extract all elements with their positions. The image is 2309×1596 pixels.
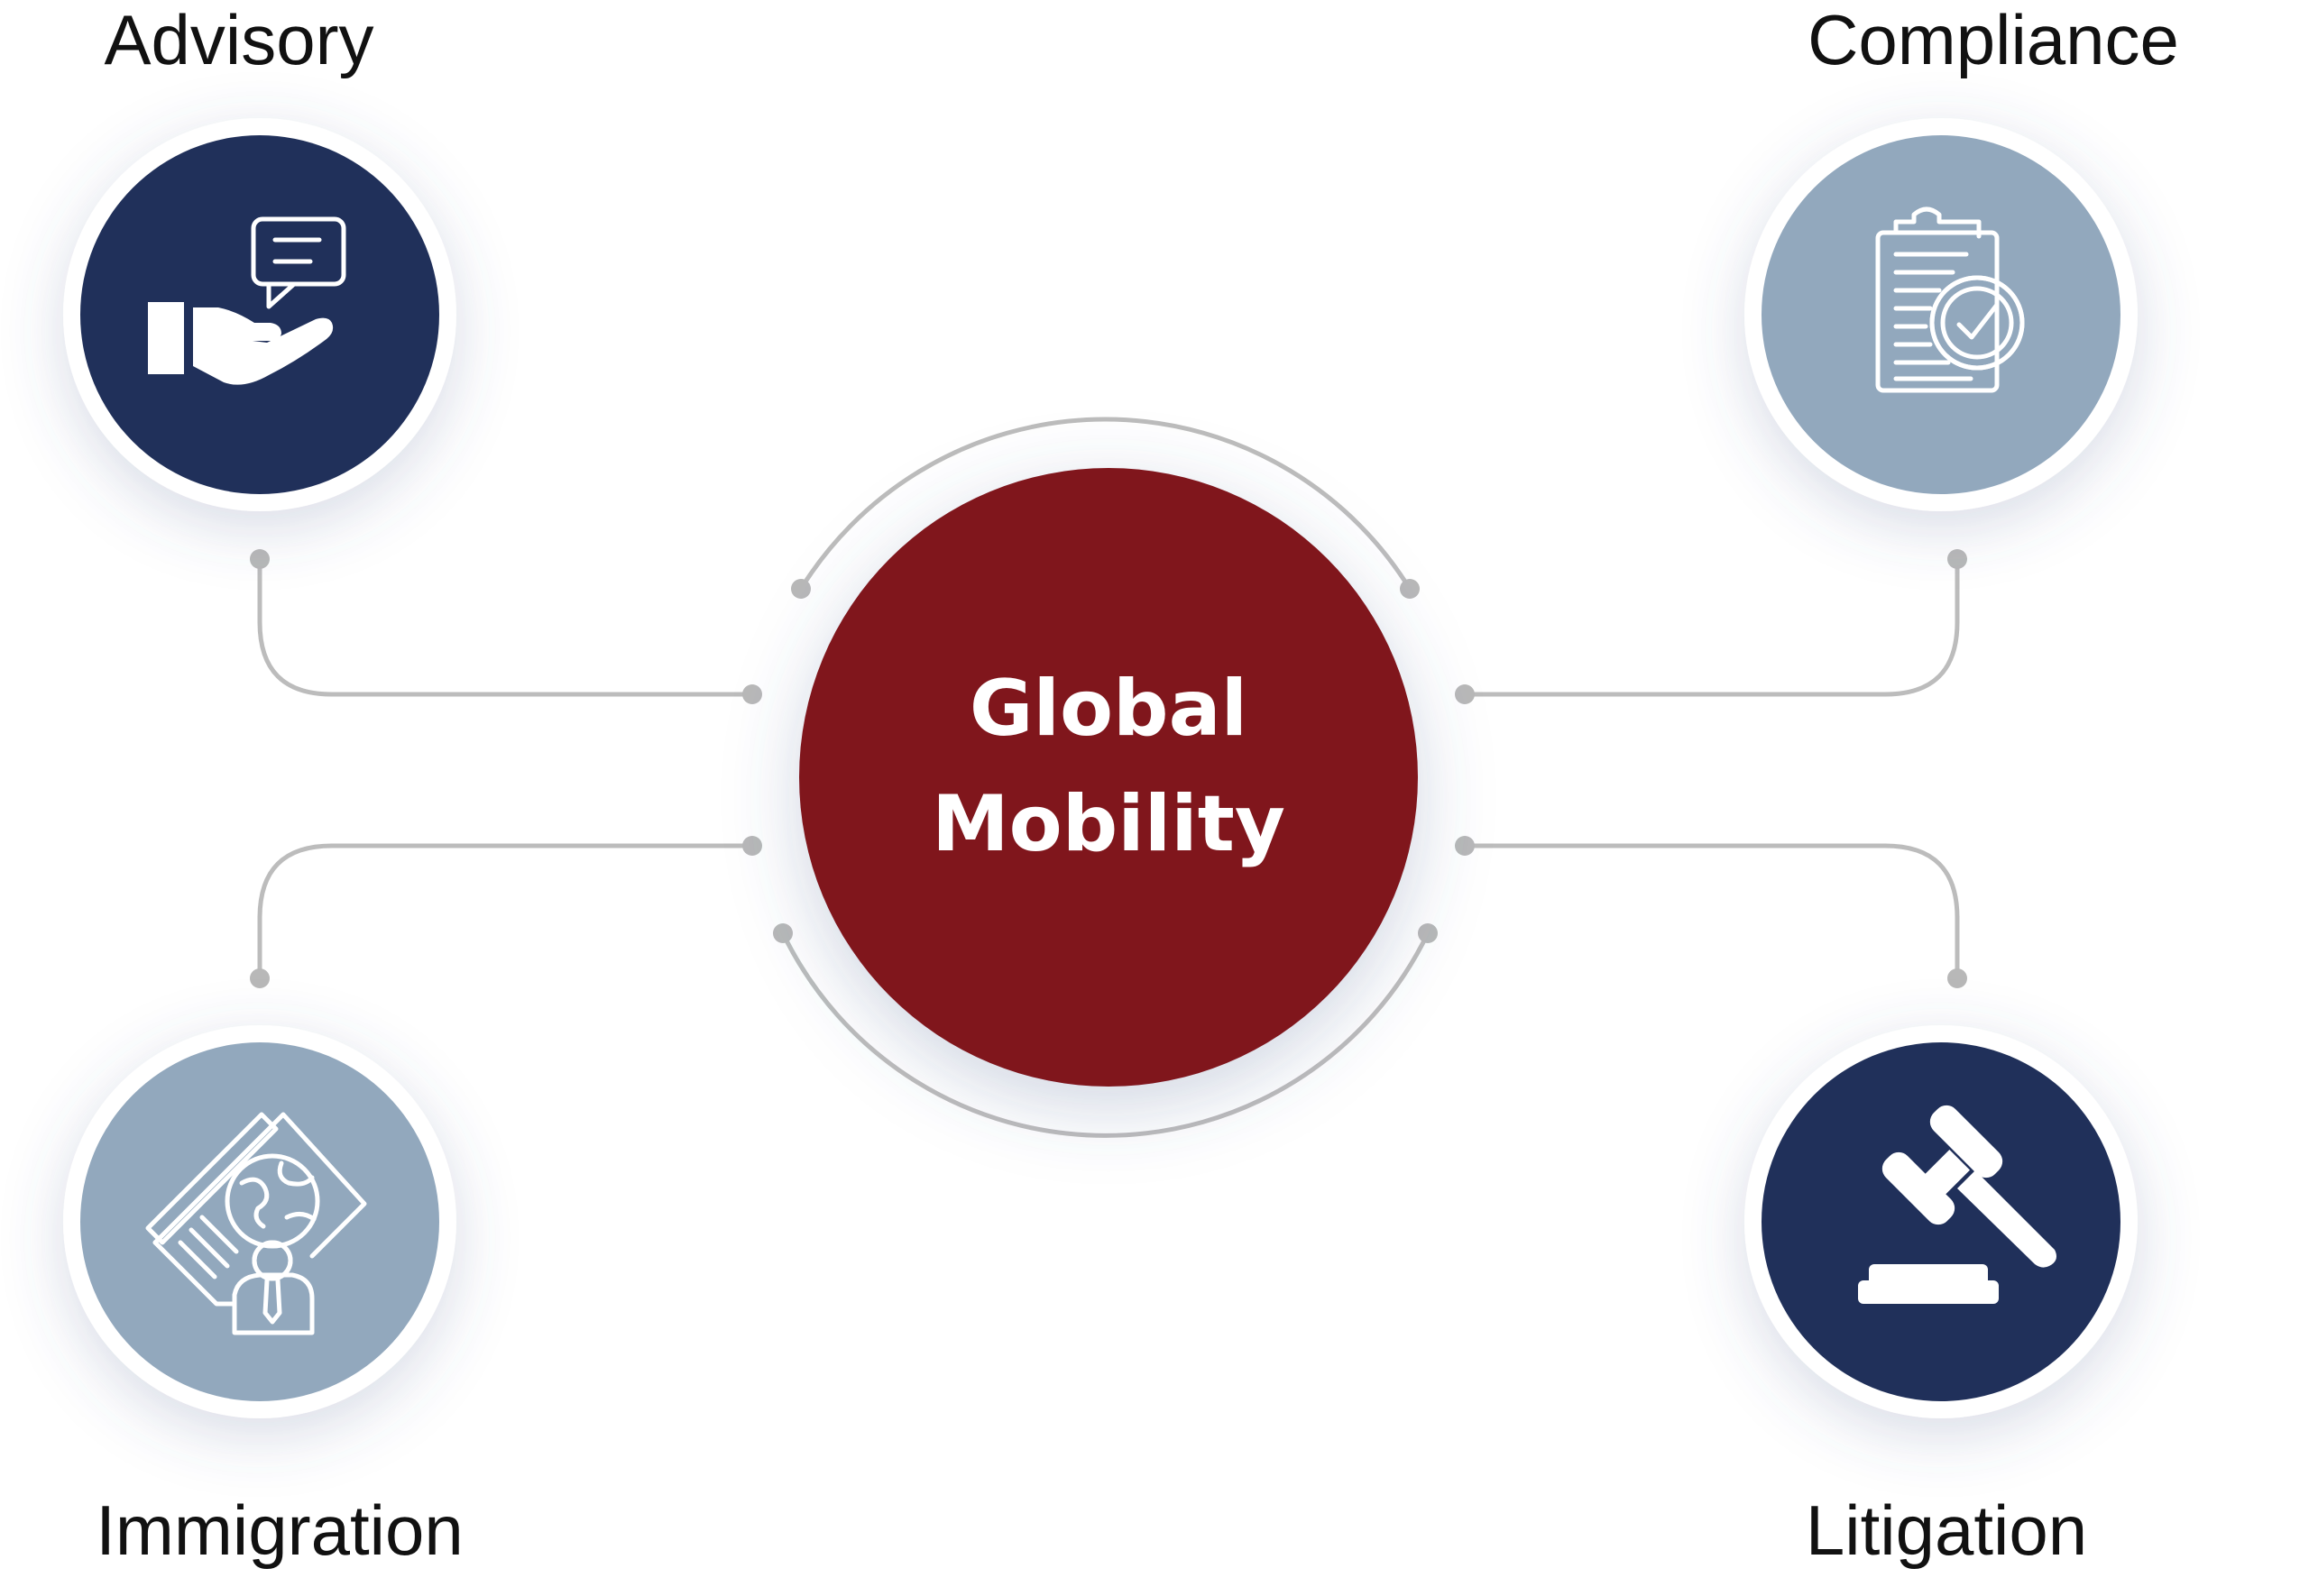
immigration-connector <box>257 843 752 978</box>
center-node: Global Mobility <box>799 468 1418 1087</box>
litigation-connector <box>1465 843 1960 978</box>
clipboard-check-icon <box>1875 206 2025 393</box>
immigration-node: Immigration <box>63 1025 464 1570</box>
litigation-connector-node-dot <box>1947 968 1967 988</box>
center-circle <box>799 468 1418 1087</box>
compliance-node: Compliance <box>1744 0 2179 511</box>
compliance-connector-center-dot <box>1455 684 1475 704</box>
advisory-label: Advisory <box>104 0 373 79</box>
advisory-connector-node-dot <box>250 549 270 569</box>
compliance-connector <box>1465 559 1960 697</box>
immigration-label: Immigration <box>96 1491 463 1570</box>
advisory-circle <box>80 135 439 494</box>
gavel-icon <box>1858 1105 2056 1304</box>
top-arc <box>798 417 1412 591</box>
bottom-arc <box>780 931 1430 1138</box>
litigation-connector-center-dot <box>1455 836 1475 856</box>
immigration-connector-center-dot <box>742 836 762 856</box>
top-arc-right-dot <box>1400 579 1420 599</box>
advisory-connector-center-dot <box>742 684 762 704</box>
compliance-connector-node-dot <box>1947 549 1967 569</box>
bottom-arc-right-dot <box>1418 923 1438 943</box>
center-arcs <box>773 417 1438 1138</box>
compliance-circle <box>1762 135 2120 494</box>
immigration-connector-node-dot <box>250 968 270 988</box>
passport-globe-person-icon <box>145 1112 367 1335</box>
center-title-line2: Mobility <box>932 779 1285 869</box>
advisory-connector <box>257 559 752 697</box>
connectors <box>250 549 1967 988</box>
bottom-arc-left-dot <box>773 923 793 943</box>
advisory-node: Advisory <box>63 0 456 511</box>
hand-speech-bubble-icon <box>148 216 346 385</box>
litigation-node: Litigation <box>1744 1025 2138 1570</box>
litigation-label: Litigation <box>1806 1491 2087 1570</box>
compliance-label: Compliance <box>1808 0 2179 79</box>
top-arc-left-dot <box>791 579 811 599</box>
center-title-line1: Global <box>970 664 1247 754</box>
